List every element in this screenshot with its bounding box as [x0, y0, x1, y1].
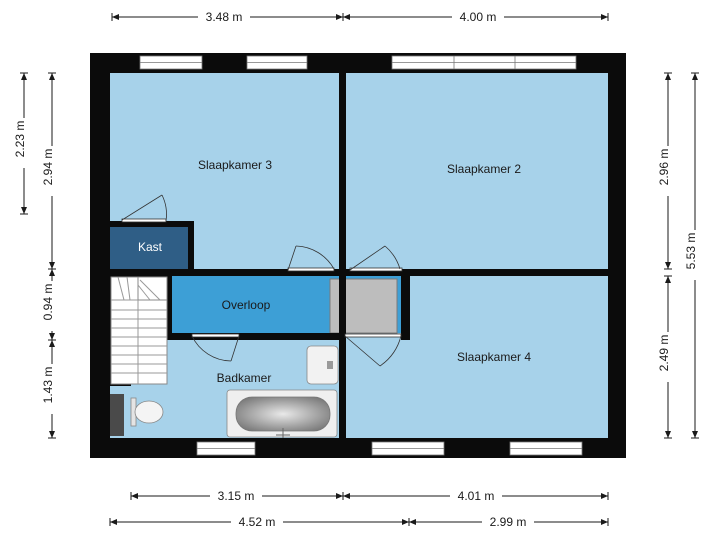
- dimension-top: 3.48 m 4.00 m: [111, 9, 609, 25]
- dim-bottom2-left: 4.52 m: [239, 515, 276, 529]
- room-kast[interactable]: [110, 227, 188, 269]
- dimension-left-outer: 2.23 m 0.94 m 1.43 m 2.94 m: [13, 72, 60, 439]
- label-slaapkamer-4: Slaapkamer 4: [457, 350, 531, 364]
- wall-overloop-right: [401, 276, 410, 340]
- label-slaapkamer-2: Slaapkamer 2: [447, 162, 521, 176]
- door-swings: [121, 194, 403, 367]
- wall-stair-right: [168, 276, 172, 333]
- dimension-bottom-2: 4.52 m 2.99 m: [109, 514, 609, 530]
- windows-bottom: [196, 441, 583, 456]
- dim-left-inner-top: 2.94 m: [41, 149, 55, 186]
- toilet-icon: [130, 397, 164, 427]
- dim-bottom1-left: 3.15 m: [218, 489, 255, 503]
- dimension-right: 2.96 m 2.49 m 5.53 m: [657, 72, 703, 439]
- label-overloop: Overloop: [222, 298, 271, 312]
- label-kast: Kast: [138, 240, 163, 254]
- dim-left-outer-top: 2.23 m: [13, 121, 27, 158]
- sink-icon: [306, 345, 339, 385]
- dim-top-left: 3.48 m: [206, 10, 243, 24]
- wall-overloop-bottom: [168, 333, 346, 340]
- wall-inner-horizontal: [110, 269, 608, 276]
- label-slaapkamer-3: Slaapkamer 3: [198, 158, 272, 172]
- wall-kast-right: [188, 221, 194, 269]
- dim-bottom1-right: 4.01 m: [458, 489, 495, 503]
- dimension-bottom-1: 3.15 m 4.01 m: [130, 488, 609, 504]
- windows-top: [139, 55, 577, 70]
- dim-right-inner-bottom: 2.49 m: [657, 335, 671, 372]
- label-badkamer: Badkamer: [217, 371, 272, 385]
- dim-bottom2-right: 2.99 m: [490, 515, 527, 529]
- dim-left-mid: 0.94 m: [41, 284, 55, 321]
- staircase: [110, 276, 168, 385]
- dim-top-right: 4.00 m: [460, 10, 497, 24]
- wall-inner-vertical: [339, 73, 346, 438]
- dim-left-bottom: 1.43 m: [41, 367, 55, 404]
- dim-right-outer: 5.53 m: [684, 233, 698, 270]
- dim-right-inner-top: 2.96 m: [657, 149, 671, 186]
- bathtub-icon: [226, 389, 338, 438]
- wall-kast-top: [110, 221, 194, 227]
- room-slaapkamer-2[interactable]: [346, 73, 608, 269]
- shaft: [110, 394, 124, 436]
